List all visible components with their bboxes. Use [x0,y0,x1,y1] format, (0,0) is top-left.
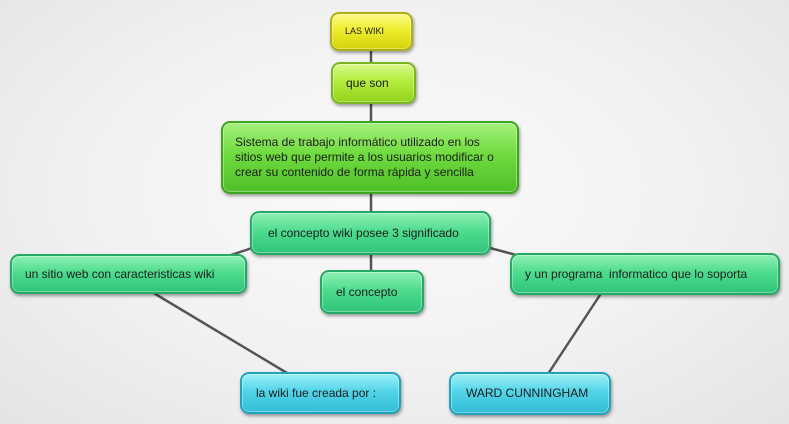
node-definition[interactable]: Sistema de trabajo informático utilizado… [221,121,519,194]
node-the-concept-label: el concepto [336,284,398,299]
node-website-label: un sitio web con caracteristicas wiki [25,266,215,281]
node-creator-label: WARD CUNNINGHAM [466,386,589,400]
node-the-concept[interactable]: el concepto [320,270,424,314]
node-concept-label: el concepto wiki posee 3 significado [268,225,459,240]
node-software[interactable]: y un programa informatico que lo soporta [510,253,780,295]
node-definition-label: Sistema de trabajo informático utilizado… [235,135,494,179]
node-website[interactable]: un sitio web con caracteristicas wiki [10,254,247,294]
node-question[interactable]: que son [331,62,416,104]
node-created-by-label: la wiki fue creada por : [256,385,377,400]
node-root[interactable]: LAS WIKI [330,12,413,51]
node-question-label: que son [346,75,389,90]
node-created-by[interactable]: la wiki fue creada por : [240,372,401,414]
node-creator[interactable]: WARD CUNNINGHAM [449,372,611,415]
node-software-label: y un programa informatico que lo soporta [525,266,748,281]
node-concept[interactable]: el concepto wiki posee 3 significado [250,211,491,255]
connector-software-creator [546,293,602,376]
node-root-label: LAS WIKI [345,26,385,36]
connector-website-created-by [150,290,294,378]
